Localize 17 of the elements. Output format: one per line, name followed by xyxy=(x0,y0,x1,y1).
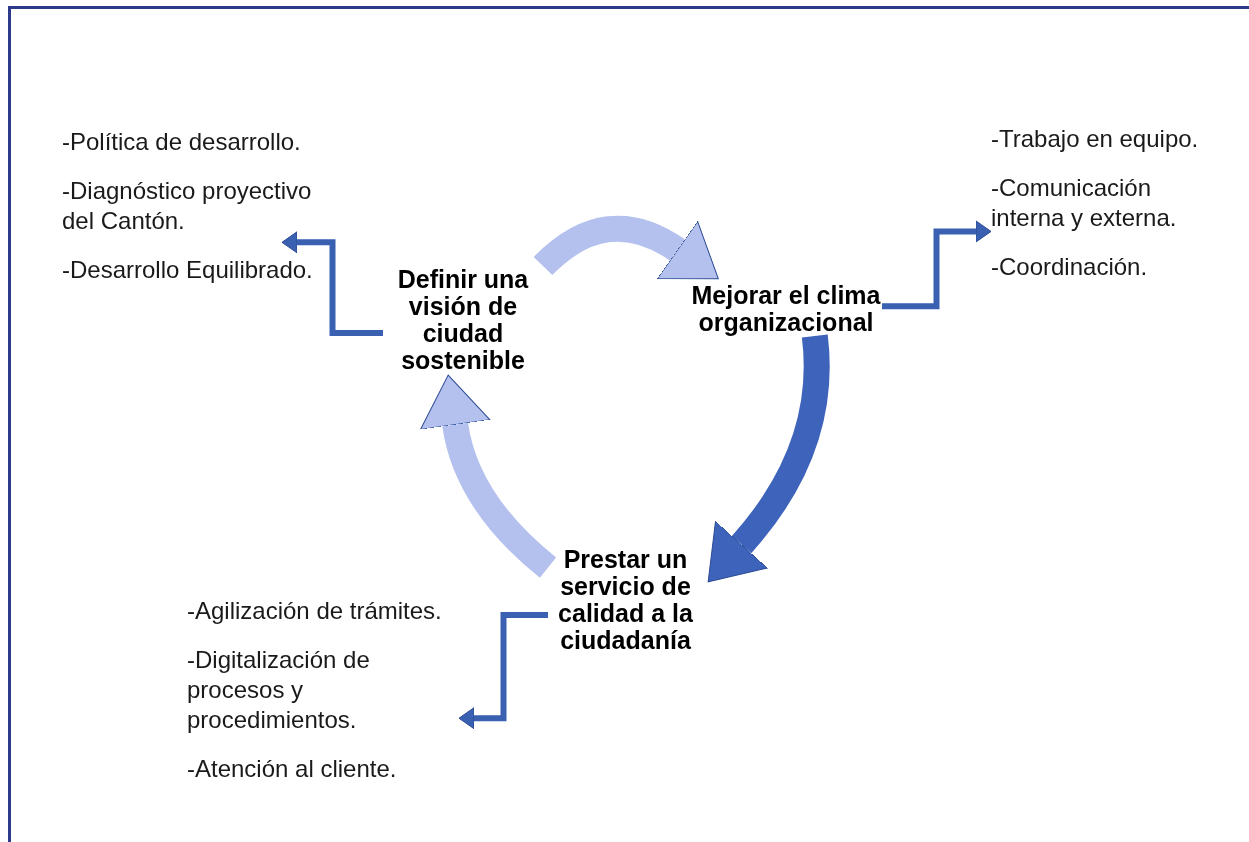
list-item: -Desarrollo Equilibrado. xyxy=(62,255,314,285)
curved-arrow xyxy=(708,334,830,584)
list-item: -Comunicación interna y externa. xyxy=(991,173,1178,233)
elbow-arrow xyxy=(281,231,383,336)
list-item: -Diagnóstico proyectivo del Cantón. xyxy=(62,176,313,236)
step-label: Mejorar el clima organizacional xyxy=(690,282,882,336)
step-label: Definir una visión de ciudad sostenible xyxy=(383,266,543,374)
curved-arrow xyxy=(420,374,557,578)
step-label: Prestar un servicio de calidad a la ciudadanía xyxy=(548,546,703,654)
list-item: -Coordinación. xyxy=(991,252,1149,282)
list-item: -Agilización de trámites. xyxy=(187,596,443,626)
list-item: -Digitalización de procesos y procedimientos. xyxy=(187,645,371,735)
elbow-arrow xyxy=(458,612,548,730)
list-item: -Trabajo en equipo. xyxy=(991,124,1200,154)
list-item: -Política de desarrollo. xyxy=(62,127,302,157)
elbow-arrow xyxy=(882,220,992,310)
list-item: -Atención al cliente. xyxy=(187,754,398,784)
